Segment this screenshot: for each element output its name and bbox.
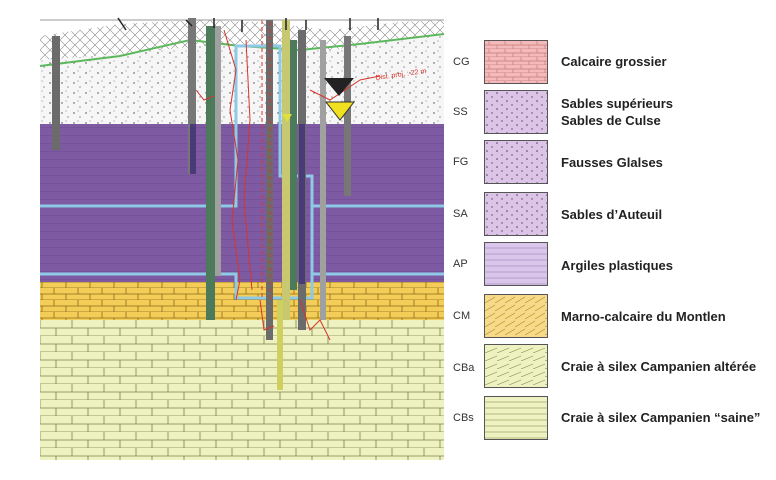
legend-label-cbs: Craie à silex Campanien “saine” (561, 410, 761, 425)
legend-code-fg: FG (453, 156, 469, 168)
legend-code-cbs: CBs (453, 412, 474, 424)
legend-label-ap: Argiles plastiques (561, 258, 673, 273)
water-level-triangle-yellow (324, 101, 356, 121)
legend-swatch-ss (484, 90, 548, 134)
layer-marl (40, 282, 444, 320)
layer-chalk (40, 318, 444, 460)
water-level-triangle-black (324, 78, 354, 96)
legend-swatch-fg (484, 140, 548, 184)
legend-code-ss: SS (453, 106, 468, 118)
legend-code-cm: CM (453, 310, 471, 322)
layer-fill-hatch (40, 20, 444, 60)
legend-swatch-sa (484, 192, 548, 236)
legend-swatch-cbs (484, 396, 548, 440)
legend-label-cg: Calcaire grossier (561, 54, 667, 69)
legend-label-ss: Sables supérieurs Sables de Culse (561, 95, 673, 129)
legend-code-ap: AP (453, 258, 468, 270)
legend-code-cba: CBa (453, 362, 475, 374)
legend-swatch-cm (484, 294, 548, 338)
legend-label-ss-line1: Sables supérieurs (561, 96, 673, 111)
legend-swatch-cba (484, 344, 548, 388)
layer-purple (40, 124, 444, 282)
small-triangle (282, 114, 292, 122)
legend-code-cg: CG (453, 56, 470, 68)
legend-code-sa: SA (453, 208, 468, 220)
legend-swatch-cg (484, 40, 548, 84)
top-arrows (117, 17, 379, 32)
legend-label-cba: Craie à silex Campanien altérée (561, 359, 757, 374)
legend-label-cm: Marno-calcaire du Montlen (561, 309, 726, 324)
legend-label-sa: Sables d’Auteuil (561, 207, 663, 222)
legend-swatch-ap (484, 242, 548, 286)
red-lines (195, 20, 381, 341)
legend-label-ss-line2: Sables de Culse (561, 113, 661, 128)
legend-label-fg: Fausses Glalses (561, 155, 663, 170)
